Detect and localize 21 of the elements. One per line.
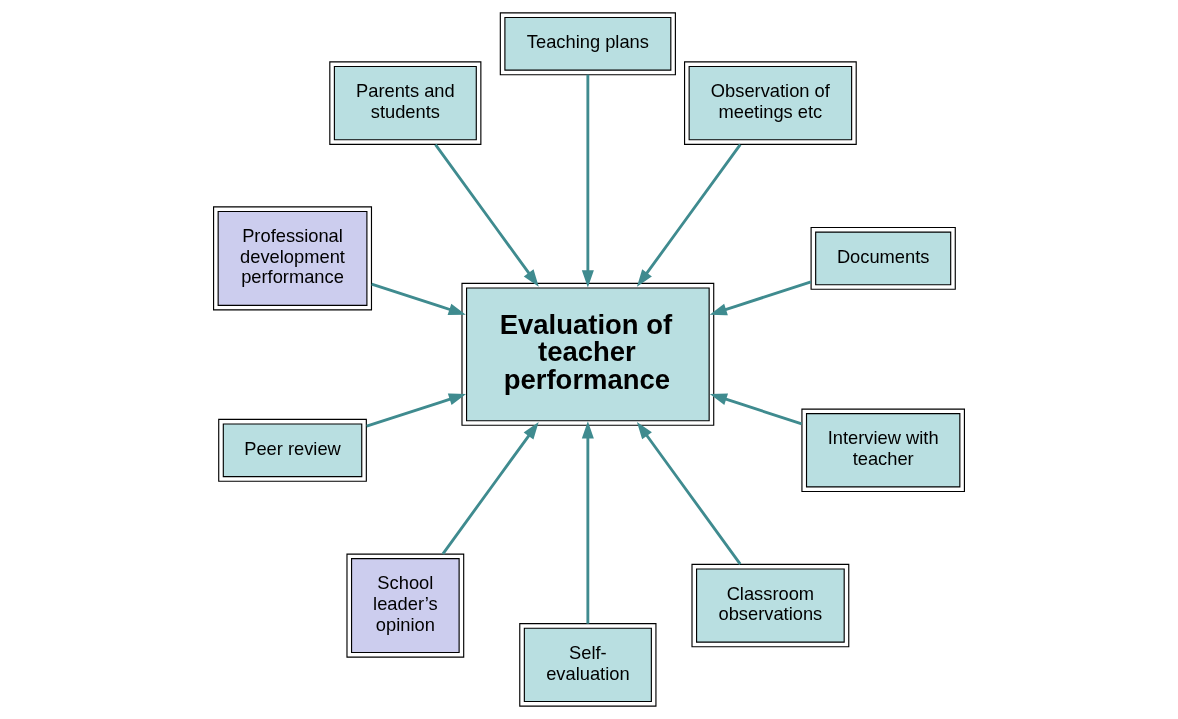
- arrow: [709, 393, 803, 426]
- node-box: Evaluation of teacher performance: [461, 282, 715, 426]
- node-box: Interview with teacher: [801, 408, 965, 493]
- node-box: Teaching plans: [499, 12, 676, 76]
- node-box: Parents and students: [329, 61, 482, 145]
- node-box: Documents: [810, 226, 956, 290]
- arrow: [434, 143, 539, 287]
- arrow: [709, 280, 812, 316]
- arrow: [371, 282, 466, 316]
- node-box: Professional development performance: [213, 206, 373, 311]
- arrow: [636, 143, 742, 287]
- arrow: [581, 74, 594, 288]
- node-box: Observation of meetings etc: [684, 61, 857, 145]
- node-box: School leader’s opinion: [346, 553, 465, 658]
- node-box: Self-evaluation: [519, 623, 657, 707]
- arrow: [581, 421, 594, 624]
- arrow: [366, 393, 467, 428]
- arrow: [636, 421, 742, 565]
- node-box: Peer review: [218, 418, 367, 482]
- node-box: Classroom observations: [691, 563, 850, 648]
- arrow: [441, 422, 539, 555]
